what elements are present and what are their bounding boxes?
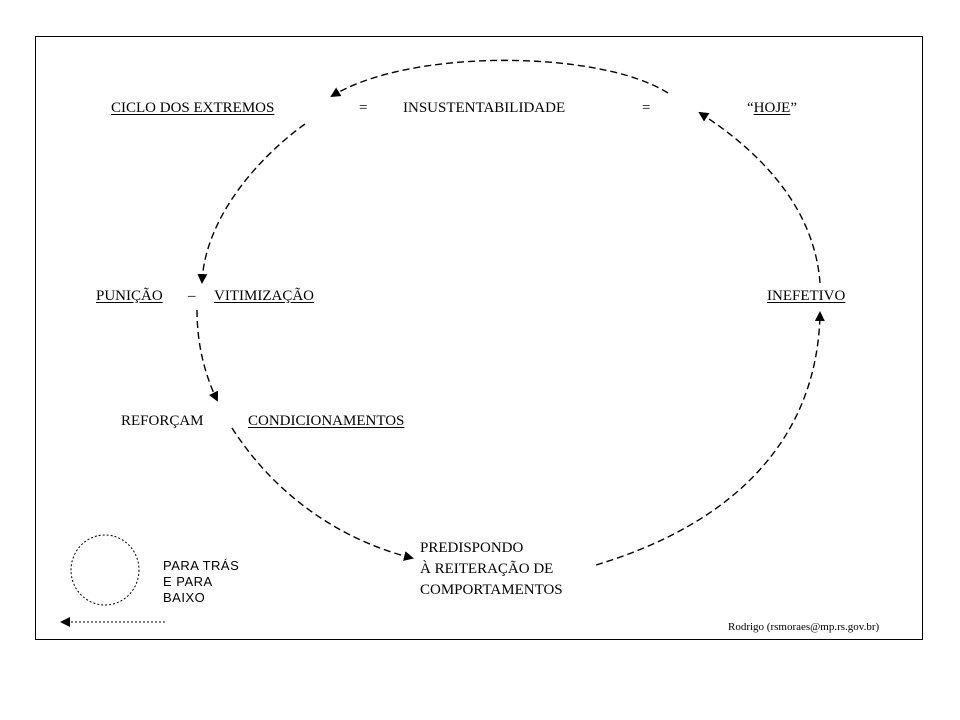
legend-line-1: PARA TRÁS bbox=[163, 558, 240, 573]
label-ciclo-dos-extremos: CICLO DOS EXTREMOS bbox=[111, 100, 275, 116]
hoje-close-quote: ” bbox=[790, 100, 798, 116]
credit-line: Rodrigo (rsmoraes@mp.rs.gov.br) bbox=[728, 621, 880, 633]
label-condicionamentos: CONDICIONAMENTOS bbox=[248, 413, 405, 429]
label-insustentabilidade: INSUSTENTABILIDADE bbox=[403, 100, 566, 116]
label-punicao: PUNIÇÃO bbox=[96, 288, 163, 304]
label-hoje: “HOJE” bbox=[747, 100, 797, 117]
label-comportamentos: COMPORTAMENTOS bbox=[420, 582, 563, 598]
dash-separator: – bbox=[188, 288, 196, 304]
hoje-word: HOJE bbox=[753, 100, 791, 116]
arrow-ciclo-to-punicao bbox=[197, 123, 306, 284]
arrow-inefetivo-to-hoje bbox=[698, 111, 821, 284]
label-reiteracao: À REITERAÇÃO DE bbox=[420, 561, 554, 577]
hoje-open-quote: “ bbox=[747, 100, 754, 116]
arrow-punicao-to-reforcam bbox=[196, 309, 219, 402]
diagram-frame bbox=[35, 36, 923, 640]
arrow-predispondo-to-inefetivo bbox=[595, 311, 825, 566]
label-predispondo: PREDISPONDO bbox=[420, 540, 524, 556]
legend-line-2: E PARA bbox=[163, 574, 213, 589]
label-vitimizacao: VITIMIZAÇÃO bbox=[214, 288, 314, 304]
arrow-reforcam-to-predispondo bbox=[231, 427, 414, 561]
equals-sign-1: = bbox=[359, 100, 368, 116]
legend-line-3: BAIXO bbox=[163, 590, 206, 605]
legend-cycle-icon bbox=[70, 534, 140, 606]
equals-sign-2: = bbox=[642, 100, 651, 116]
label-reforcam: REFORÇAM bbox=[121, 413, 204, 429]
label-inefetivo: INEFETIVO bbox=[767, 288, 846, 304]
arrow-hoje-to-ciclo bbox=[330, 59, 669, 98]
